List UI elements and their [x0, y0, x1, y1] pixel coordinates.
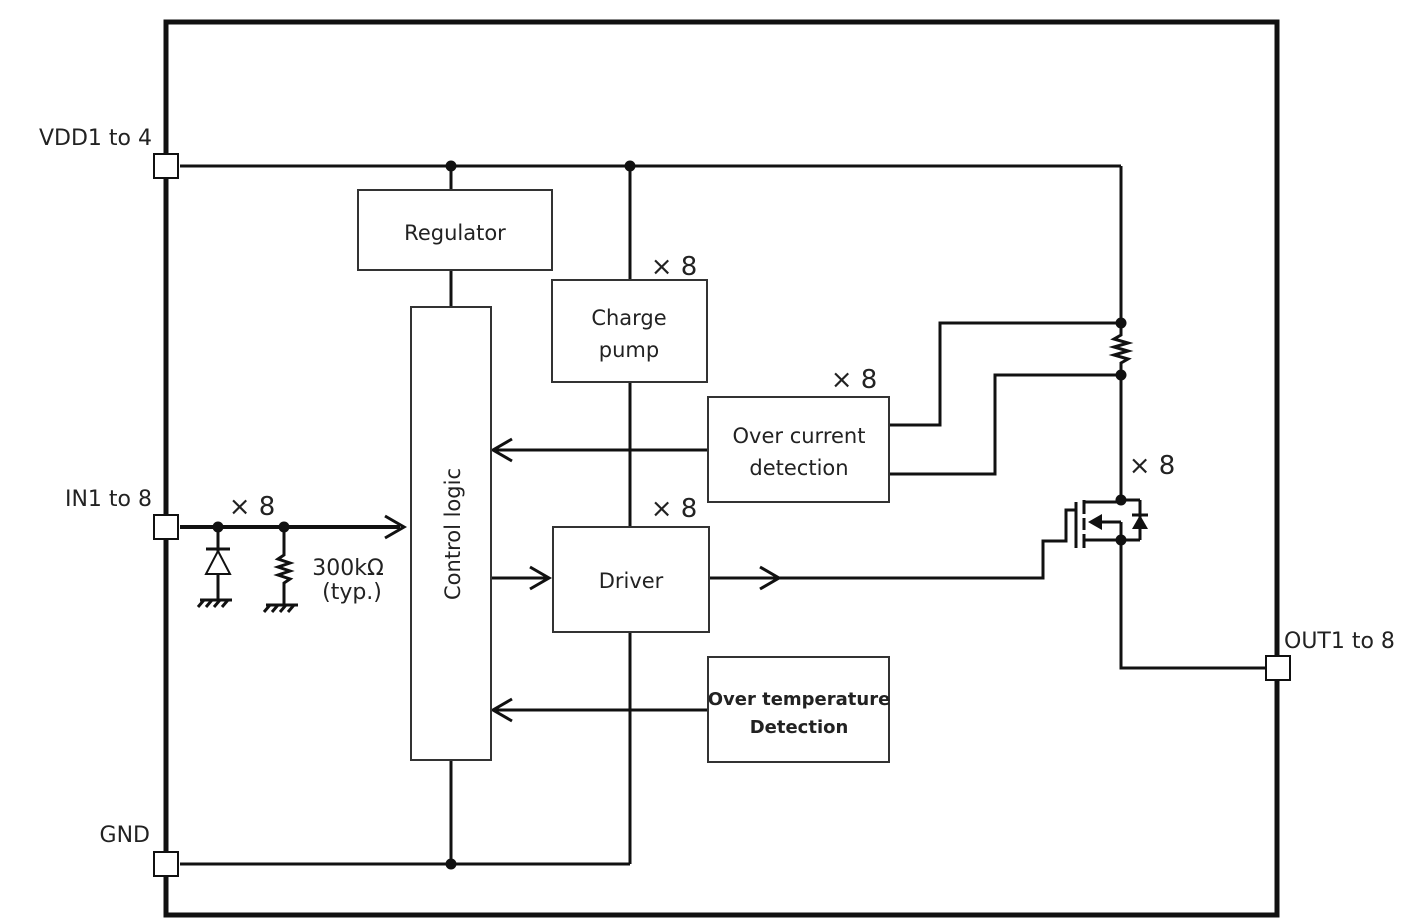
out-pin-label: OUT1 to 8 — [1284, 629, 1395, 654]
over-current-label-line2: detection — [749, 456, 848, 480]
charge-pump-label-line2: pump — [599, 338, 659, 362]
in-pin-label: IN1 to 8 — [65, 487, 152, 512]
regulator-block — [357, 189, 553, 271]
pin-out — [1265, 655, 1291, 681]
charge-pump-label-line1: Charge — [591, 306, 666, 330]
gnd-pin-label: GND — [100, 823, 150, 848]
over-temperature-block — [707, 656, 890, 763]
over-current-label-line1: Over current — [733, 424, 866, 448]
pins — [153, 153, 1291, 877]
driver-multiplier: × 8 — [651, 494, 698, 524]
blocks — [357, 189, 890, 763]
charge-pump-multiplier: × 8 — [651, 252, 698, 282]
chip-outline — [163, 19, 1280, 918]
pin-gnd — [153, 851, 179, 877]
vdd-pin-label: VDD1 to 4 — [39, 126, 152, 151]
wires — [180, 164, 1266, 866]
regulator-label: Regulator — [404, 221, 506, 245]
input-multiplier: × 8 — [229, 492, 276, 522]
over-temperature-label-line2: Detection — [750, 717, 849, 738]
charge-pump-block — [551, 279, 708, 383]
over-current-block — [707, 396, 890, 503]
symbols — [204, 160, 1148, 870]
control-logic-label: Control logic — [441, 468, 465, 600]
arrows — [384, 437, 782, 723]
driver-block — [552, 526, 710, 633]
driver-label: Driver — [599, 569, 664, 593]
resistor-value: 300kΩ — [312, 556, 384, 581]
over-temperature-label-line1: Over temperature — [708, 689, 891, 710]
resistor-note: (typ.) — [322, 580, 382, 605]
mosfet-multiplier: × 8 — [1129, 451, 1176, 481]
control-logic-block — [410, 306, 492, 761]
pin-in — [153, 514, 179, 540]
over-current-multiplier: × 8 — [831, 365, 878, 395]
pin-vdd — [153, 153, 179, 179]
